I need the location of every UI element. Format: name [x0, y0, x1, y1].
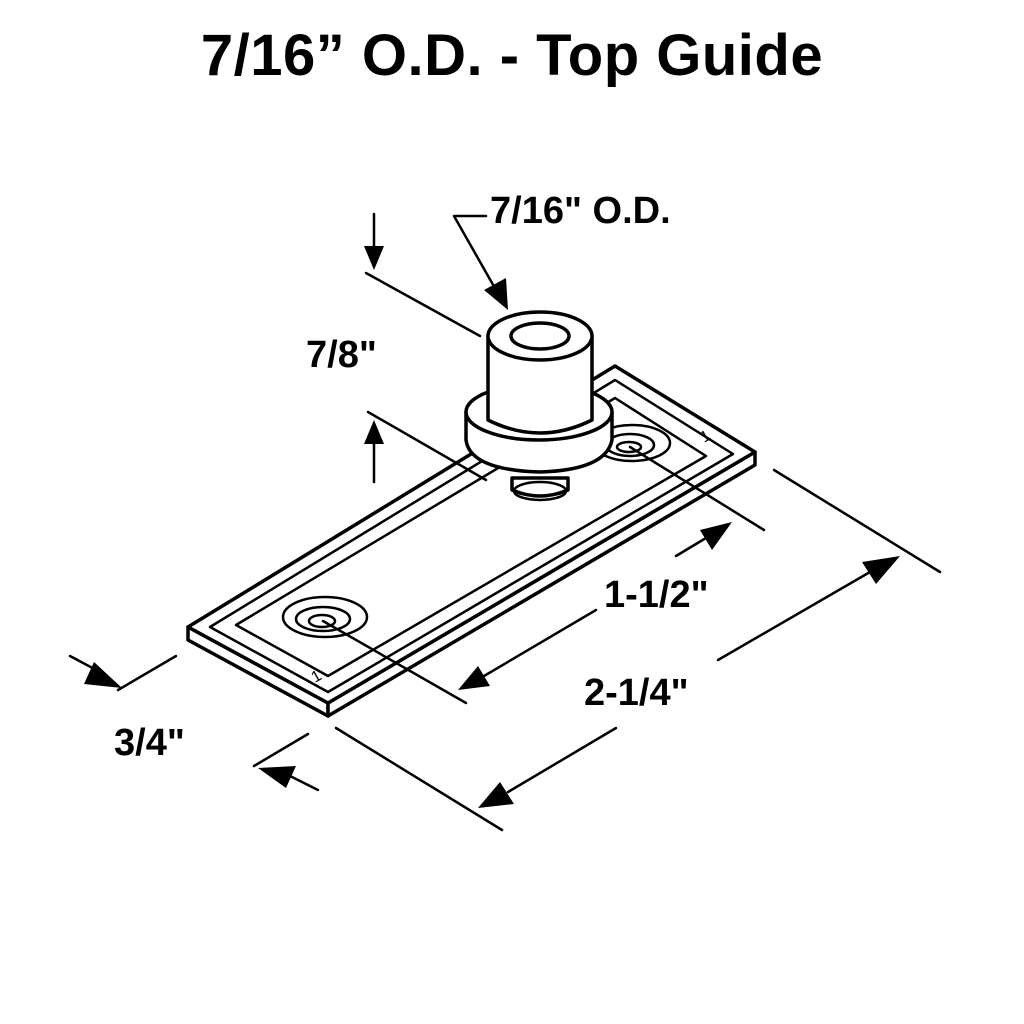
length-extension-top	[772, 468, 942, 574]
width-dimension	[68, 654, 320, 792]
width-label: 3/4"	[114, 722, 185, 764]
width-extension-right	[252, 732, 310, 768]
height-extension-bottom	[366, 410, 488, 482]
guide-post	[464, 310, 614, 502]
bottom-screw-hole	[281, 595, 369, 639]
height-dimension	[364, 212, 488, 484]
plate-inner-border-2	[234, 396, 708, 678]
od-leader	[452, 214, 508, 310]
plate-inner-border	[208, 378, 735, 694]
height-arrow-bottom	[364, 420, 384, 444]
length-label: 2-1/4"	[584, 672, 689, 714]
hole-spacing-arrow-bottom	[458, 666, 490, 690]
diagram-title: 7/16” O.D. - Top Guide	[200, 23, 824, 88]
hole-spacing-extension-bottom	[321, 619, 468, 705]
height-label: 7/8"	[306, 334, 377, 376]
length-arrow-bottom	[478, 782, 514, 808]
width-arrow-right	[258, 766, 296, 788]
width-extension-left	[116, 654, 178, 692]
hole-spacing-arrow-top	[700, 522, 732, 550]
hole-spacing-extension-top	[628, 445, 766, 532]
hole-spacing-dimension	[321, 445, 766, 705]
od-leader-arrow	[484, 278, 508, 310]
mounting-plate: 1 1	[186, 364, 757, 718]
length-dimension	[334, 468, 942, 832]
height-arrow-top	[364, 246, 384, 270]
height-extension-top	[364, 271, 482, 338]
hole-spacing-label: 1-1/2"	[604, 574, 709, 616]
width-arrow-left	[84, 662, 122, 688]
od-label: 7/16" O.D.	[490, 190, 671, 232]
length-extension-bottom	[334, 726, 504, 832]
length-arrow-top	[862, 556, 900, 584]
